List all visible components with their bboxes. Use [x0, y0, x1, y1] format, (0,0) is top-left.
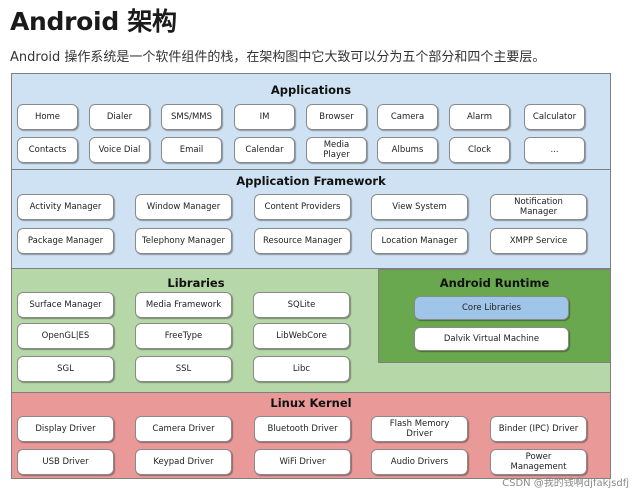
app-home: Home — [17, 104, 78, 130]
kernel-display-driver: Display Driver — [17, 416, 114, 442]
kernel-power-management: Power Management — [490, 449, 587, 475]
lib-libwebcore: LibWebCore — [253, 323, 350, 349]
lib-ssl: SSL — [135, 356, 232, 382]
fw-window-manager: Window Manager — [135, 194, 232, 220]
lib-media-framework: Media Framework — [135, 292, 232, 318]
fw-notification-manager: Notification Manager — [490, 194, 587, 220]
app-contacts: Contacts — [17, 137, 78, 163]
kernel-camera-driver: Camera Driver — [135, 416, 232, 442]
app-browser: Browser — [306, 104, 367, 130]
kernel-audio-drivers: Audio Drivers — [371, 449, 468, 475]
app-calculator: Calculator — [524, 104, 585, 130]
fw-telephony-manager: Telephony Manager — [135, 228, 232, 254]
lib-surface-manager: Surface Manager — [17, 292, 114, 318]
kernel-bluetooth-driver: Bluetooth Driver — [254, 416, 351, 442]
fw-location-manager: Location Manager — [371, 228, 468, 254]
watermark: CSDN @我的钱啊djfakjsdfj — [502, 478, 629, 489]
lib-freetype: FreeType — [135, 323, 232, 349]
fw-resource-manager: Resource Manager — [254, 228, 351, 254]
app-media-player: Media Player — [306, 137, 367, 163]
android-runtime-layer-title: Android Runtime — [439, 276, 550, 290]
app-sms-mms: SMS/MMS — [161, 104, 222, 130]
fw-activity-manager: Activity Manager — [17, 194, 114, 220]
android-architecture-diagram: Applications Application Framework Libra… — [11, 73, 611, 492]
lib-libc: Libc — [253, 356, 350, 382]
page-title: Android 架构 — [10, 7, 177, 36]
app-albums: Albums — [377, 137, 438, 163]
kernel-binder-ipc-driver: Binder (IPC) Driver — [490, 416, 587, 442]
app-alarm: Alarm — [449, 104, 510, 130]
lib-opengl-es: OpenGL|ES — [17, 323, 114, 349]
intro-text: Android 操作系统是一个软件组件的栈，在架构图中它大致可以分为五个部分和四… — [10, 50, 546, 65]
lib-sqlite: SQLite — [253, 292, 350, 318]
applications-layer-title: Applications — [270, 83, 352, 97]
app-dialer: Dialer — [89, 104, 150, 130]
application-framework-layer-title: Application Framework — [236, 174, 386, 188]
fw-content-providers: Content Providers — [254, 194, 351, 220]
runtime-core-libraries: Core Libraries — [414, 296, 569, 320]
fw-view-system: View System — [371, 194, 468, 220]
app-calendar: Calendar — [234, 137, 295, 163]
app-email: Email — [161, 137, 222, 163]
kernel-wifi-driver: WiFi Driver — [254, 449, 351, 475]
runtime-dalvik-vm: Dalvik Virtual Machine — [414, 327, 569, 351]
fw-xmpp-service: XMPP Service — [490, 228, 587, 254]
kernel-usb-driver: USB Driver — [17, 449, 114, 475]
app-camera: Camera — [377, 104, 438, 130]
linux-kernel-layer-title: Linux Kernel — [270, 396, 352, 410]
kernel-keypad-driver: Keypad Driver — [135, 449, 232, 475]
libraries-layer-title: Libraries — [167, 276, 225, 290]
kernel-flash-memory-driver: Flash Memory Driver — [371, 416, 468, 442]
app-clock: Clock — [449, 137, 510, 163]
app-im: IM — [234, 104, 295, 130]
fw-package-manager: Package Manager — [17, 228, 114, 254]
lib-sgl: SGL — [17, 356, 114, 382]
app-voice-dial: Voice Dial — [89, 137, 150, 163]
app-more: ... — [524, 137, 585, 163]
